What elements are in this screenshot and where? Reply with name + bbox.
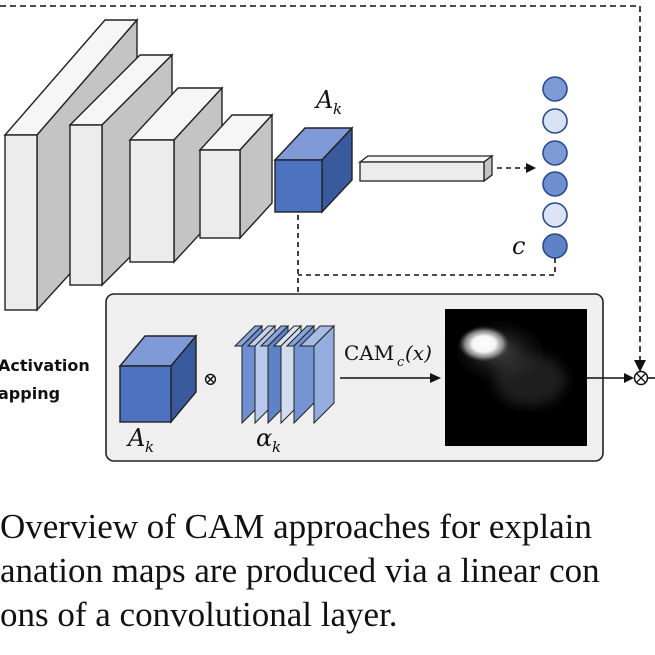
cam-diagram: A k c Activation apping A k ⊗ — [0, 5, 655, 462]
output-node — [542, 140, 568, 166]
caption-line-1: Overview of CAM approaches for explain — [0, 507, 592, 546]
fc-layer — [358, 154, 494, 183]
weights-label-sub: k — [272, 438, 281, 456]
side-label-line2: apping — [0, 384, 60, 403]
weights-label: α — [256, 424, 272, 452]
heatmap-to-multiply-arrowhead — [624, 373, 634, 383]
top-connector-arrowhead — [634, 360, 646, 372]
output-node — [542, 76, 568, 102]
cam-heatmap — [445, 309, 587, 446]
feature-map-label-top: A — [314, 86, 333, 114]
feature-map-cube-top — [273, 126, 354, 214]
weight-slices-stack — [233, 324, 336, 425]
output-node — [542, 202, 568, 228]
caption-line-3: ons of a convolutional layer. — [0, 595, 398, 634]
output-nodes — [542, 76, 568, 259]
class-label-c: c — [512, 232, 525, 260]
conv-layer-4 — [198, 113, 274, 240]
feature-map-label-top-sub: k — [333, 100, 342, 118]
top-dashed-connector — [0, 5, 641, 370]
cam-output-label-sub: c — [397, 355, 405, 370]
caption-line-2: anation maps are produced via a linear c… — [0, 551, 600, 590]
output-node-class-c — [542, 233, 568, 259]
output-node — [542, 171, 568, 197]
cam-output-label-arg: (x) — [405, 341, 432, 365]
feature-map-label-panel-sub: k — [145, 438, 154, 456]
cam-output-label: CAM — [344, 341, 394, 365]
output-node — [542, 108, 568, 134]
fc-to-nodes-arrowhead — [526, 163, 536, 173]
figure-caption: Overview of CAM approaches for explain a… — [0, 505, 655, 637]
multiply-node-cross-b — [636, 373, 646, 383]
feature-map-cube-panel — [118, 334, 198, 424]
cam-output-arrowhead — [430, 373, 441, 383]
side-label-line1: Activation — [0, 356, 90, 375]
feature-map-label-panel: A — [126, 424, 145, 452]
class-node-dashed-connector — [298, 258, 556, 276]
multiply-symbol: ⊗ — [203, 369, 218, 390]
